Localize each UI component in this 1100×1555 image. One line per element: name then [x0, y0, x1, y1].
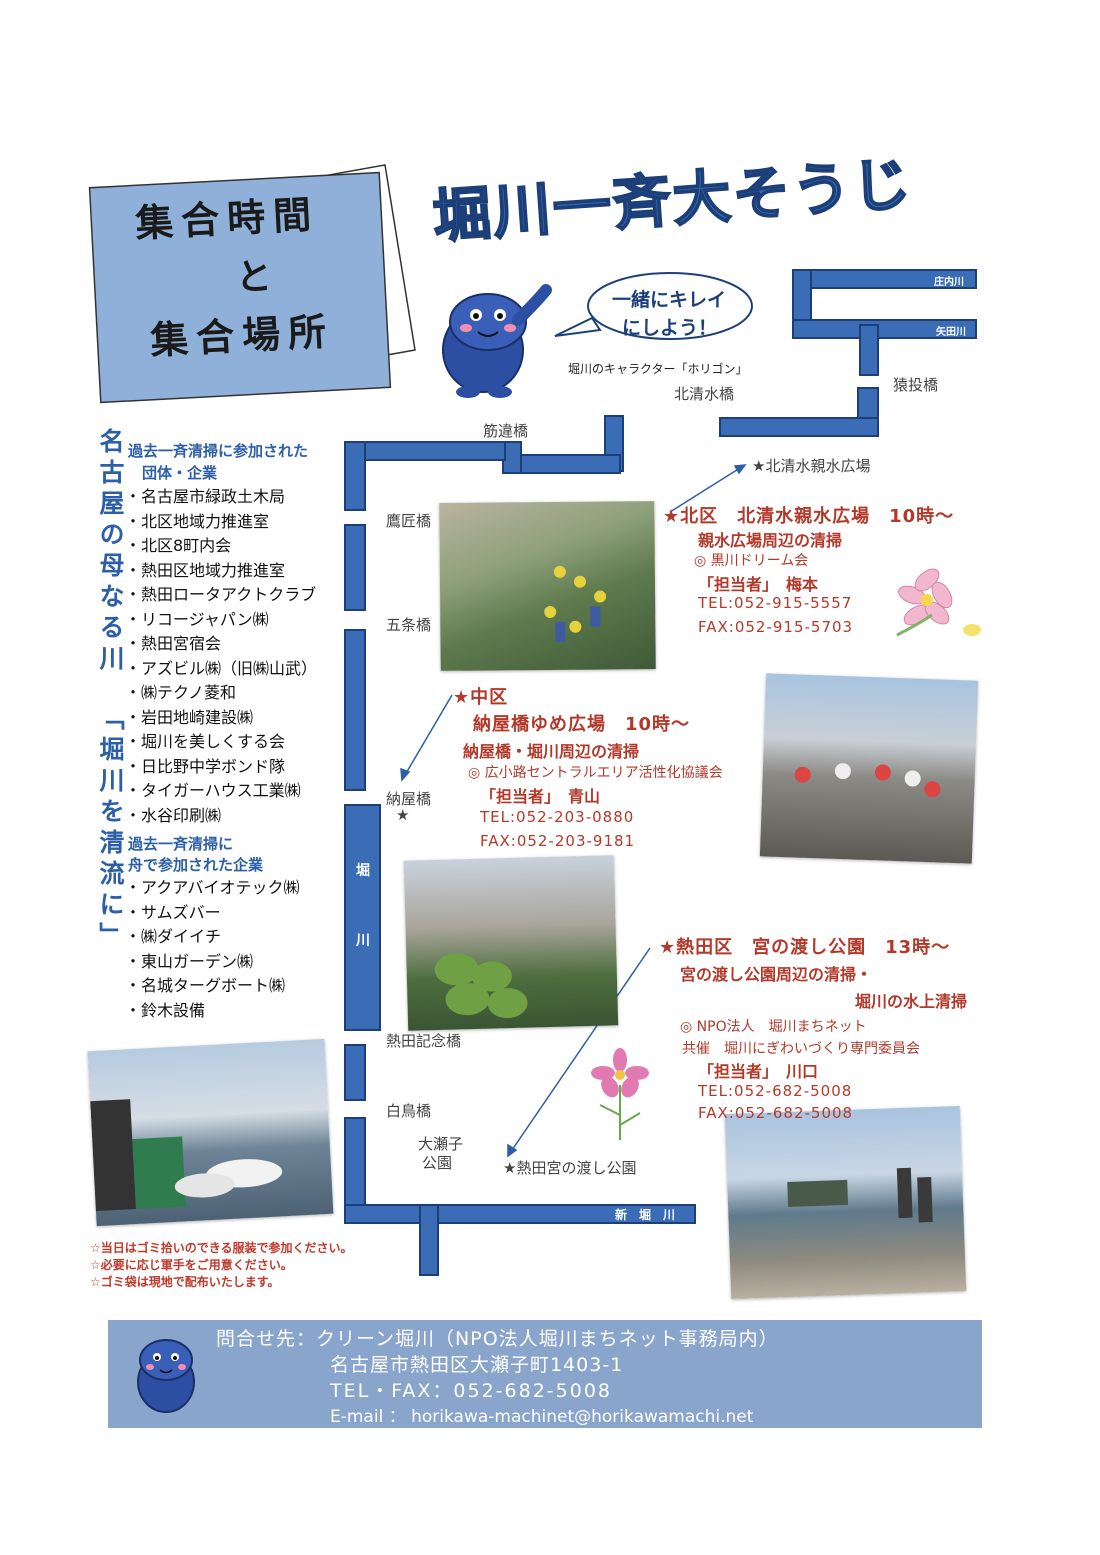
list-item: ・㈱テクノ菱和	[125, 683, 237, 702]
photo-kita-cleanup	[439, 501, 656, 671]
subtitle-line2: と	[236, 257, 273, 298]
atsuta-contact: 「担当者」 川口	[698, 1062, 819, 1081]
marker-miya-park: ★熱田宮の渡し公園	[503, 1159, 637, 1177]
boat-participants-heading-1: 過去一斉清掃に	[128, 835, 234, 853]
footer-address: 名古屋市熱田区大瀬子町1403-1	[330, 1354, 624, 1376]
boat-participants-heading-2: 舟で参加された企業	[128, 856, 264, 874]
naka-tel: TEL:052-203-0880	[480, 808, 635, 826]
naka-ward: ★中区	[453, 687, 509, 708]
river-label-shonai: 庄内川	[934, 277, 964, 288]
atsuta-fax: FAX:052-682-5008	[698, 1104, 854, 1122]
slogan-col2: 「堀川を清流に」	[96, 705, 125, 953]
list-item: ・名古屋市緑政土木局	[125, 487, 286, 506]
list-item: ・サムズバー	[125, 902, 221, 922]
bridge-takumi: 鷹匠橋	[386, 512, 432, 530]
horigon-footer-icon	[137, 1339, 195, 1413]
speech-line1: 一緒にキレイ	[612, 289, 727, 311]
photo-naya-garbage	[403, 855, 619, 1031]
naka-contact: 「担当者」 青山	[480, 787, 601, 806]
bridge-shiratori: 白鳥橋	[386, 1102, 432, 1120]
bridge-atsuta-kinen: 熱田記念橋	[386, 1032, 462, 1050]
cosmos-decoration-icon	[591, 1048, 649, 1140]
list-item: ・熱田宮宿会	[125, 634, 222, 653]
oseko-park-line1: 大瀬子	[418, 1135, 464, 1153]
bridge-kitashimizu: 北清水橋	[674, 385, 735, 403]
kita-fax: FAX:052-915-5703	[698, 618, 854, 636]
subtitle-card	[88, 164, 416, 404]
photo-boats	[87, 1038, 334, 1227]
list-item: ・熱田ロータアクトクラブ	[125, 585, 317, 604]
bridge-gojo: 五条橋	[386, 616, 432, 634]
naka-area: 納屋橋・堀川周辺の清掃	[463, 742, 640, 761]
list-item: ・鈴木設備	[125, 1000, 206, 1020]
list-item: ・北区8町内会	[125, 536, 232, 555]
list-item: ・㈱ダイイチ	[125, 927, 222, 946]
past-participants-heading-1: 過去一斉清掃に参加された	[128, 442, 309, 460]
naka-title: 納屋橋ゆめ広場 10時～	[473, 714, 691, 735]
oseko-park-line2: 公園	[422, 1154, 453, 1172]
list-item: ・熱田区地域力推進室	[125, 560, 286, 580]
list-item: ・堀川を美しくする会	[125, 732, 286, 751]
atsuta-area-1: 宮の渡し公園周辺の清掃・	[680, 965, 873, 984]
list-item: ・東山ガーデン㈱	[125, 951, 254, 971]
bridge-sujikai: 筋違橋	[483, 422, 529, 440]
horigon-character-icon	[442, 284, 552, 398]
footer-contact: 問合せ先：クリーン堀川（NPO法人堀川まちネット事務局内）	[216, 1328, 779, 1350]
list-item: ・タイガーハウス工業㈱	[125, 781, 301, 800]
past-participants-list: ・名古屋市緑政土木局 ・北区地域力推進室 ・北区8町内会 ・熱田区地域力推進室 …	[125, 485, 317, 828]
photo-naka-cleanup	[759, 673, 979, 864]
bridge-saruage: 猿投橋	[893, 376, 939, 394]
naya-star-marker: ★	[396, 806, 410, 824]
river-label-horikawa-1: 堀	[356, 863, 370, 879]
list-item: ・名城ターグボート㈱	[125, 976, 286, 995]
list-item: ・リコージャパン㈱	[125, 609, 269, 629]
naka-fax: FAX:052-203-9181	[480, 832, 636, 850]
kita-org: ◎ 黒川ドリーム会	[694, 553, 809, 569]
atsuta-org: ◎ NPO法人 堀川まちネット	[680, 1019, 867, 1035]
photo-miya-park	[724, 1105, 967, 1300]
river-label-yada: 矢田川	[936, 327, 966, 338]
character-caption: 堀川のキャラクター「ホリゴン」	[568, 362, 748, 376]
speech-bubble	[554, 272, 753, 340]
list-item: ・北区地域力推進室	[125, 511, 270, 531]
list-item: ・アズビル㈱（旧㈱山武）	[125, 658, 318, 678]
list-item: ・日比野中学ボンド隊	[125, 756, 286, 776]
bridge-naya: 納屋橋	[386, 790, 432, 808]
list-item: ・水谷印刷㈱	[125, 805, 222, 825]
slogan-col1: 名古屋の母なる川	[96, 428, 125, 676]
river-label-shinhorikawa: 新 堀 川	[615, 1208, 676, 1222]
kita-tel: TEL:052-915-5557	[698, 594, 853, 612]
contact-footer: 問合せ先：クリーン堀川（NPO法人堀川まちネット事務局内） 名古屋市熱田区大瀬子…	[108, 1320, 982, 1428]
past-participants-heading-2: 団体・企業	[142, 464, 218, 482]
note-gloves: ☆必要に応じ軍手をご用意ください。	[90, 1258, 293, 1272]
atsuta-cohost: 共催 堀川にぎわいづくり専門委員会	[682, 1041, 920, 1057]
atsuta-tel: TEL:052-682-5008	[698, 1082, 853, 1100]
kita-area: 親水広場周辺の清掃	[698, 531, 843, 550]
atsuta-title: ★熱田区 宮の渡し公園 13時～	[659, 937, 951, 958]
footer-email[interactable]: E-mail ： horikawa-machinet@horikawamachi…	[330, 1407, 754, 1427]
flower-decoration-icon	[896, 568, 981, 637]
marker-kitashimizu-park: ★北清水親水広場	[752, 457, 871, 475]
list-item: ・アクアバイオテック㈱	[125, 878, 300, 897]
footer-telfax: TEL・FAX：052-682-5008	[330, 1380, 612, 1402]
boat-participants-list: ・アクアバイオテック㈱ ・サムズバー ・㈱ダイイチ ・東山ガーデン㈱ ・名城ター…	[125, 876, 300, 1023]
river-label-horikawa-2: 川	[356, 933, 370, 949]
kita-title: ★北区 北清水親水広場 10時～	[663, 506, 955, 527]
speech-line2: にしよう！	[622, 317, 718, 339]
naka-org: ◎ 広小路セントラルエリア活性化協議会	[468, 765, 723, 781]
atsuta-area-2: 堀川の水上清掃	[855, 992, 968, 1011]
list-item: ・岩田地崎建設㈱	[125, 707, 254, 727]
note-clothing: ☆当日はゴミ拾いのできる服装で参加ください。	[90, 1241, 353, 1255]
kita-contact: 「担当者」 梅本	[698, 575, 819, 594]
note-bags: ☆ゴミ袋は現地で配布いたします。	[90, 1275, 280, 1289]
